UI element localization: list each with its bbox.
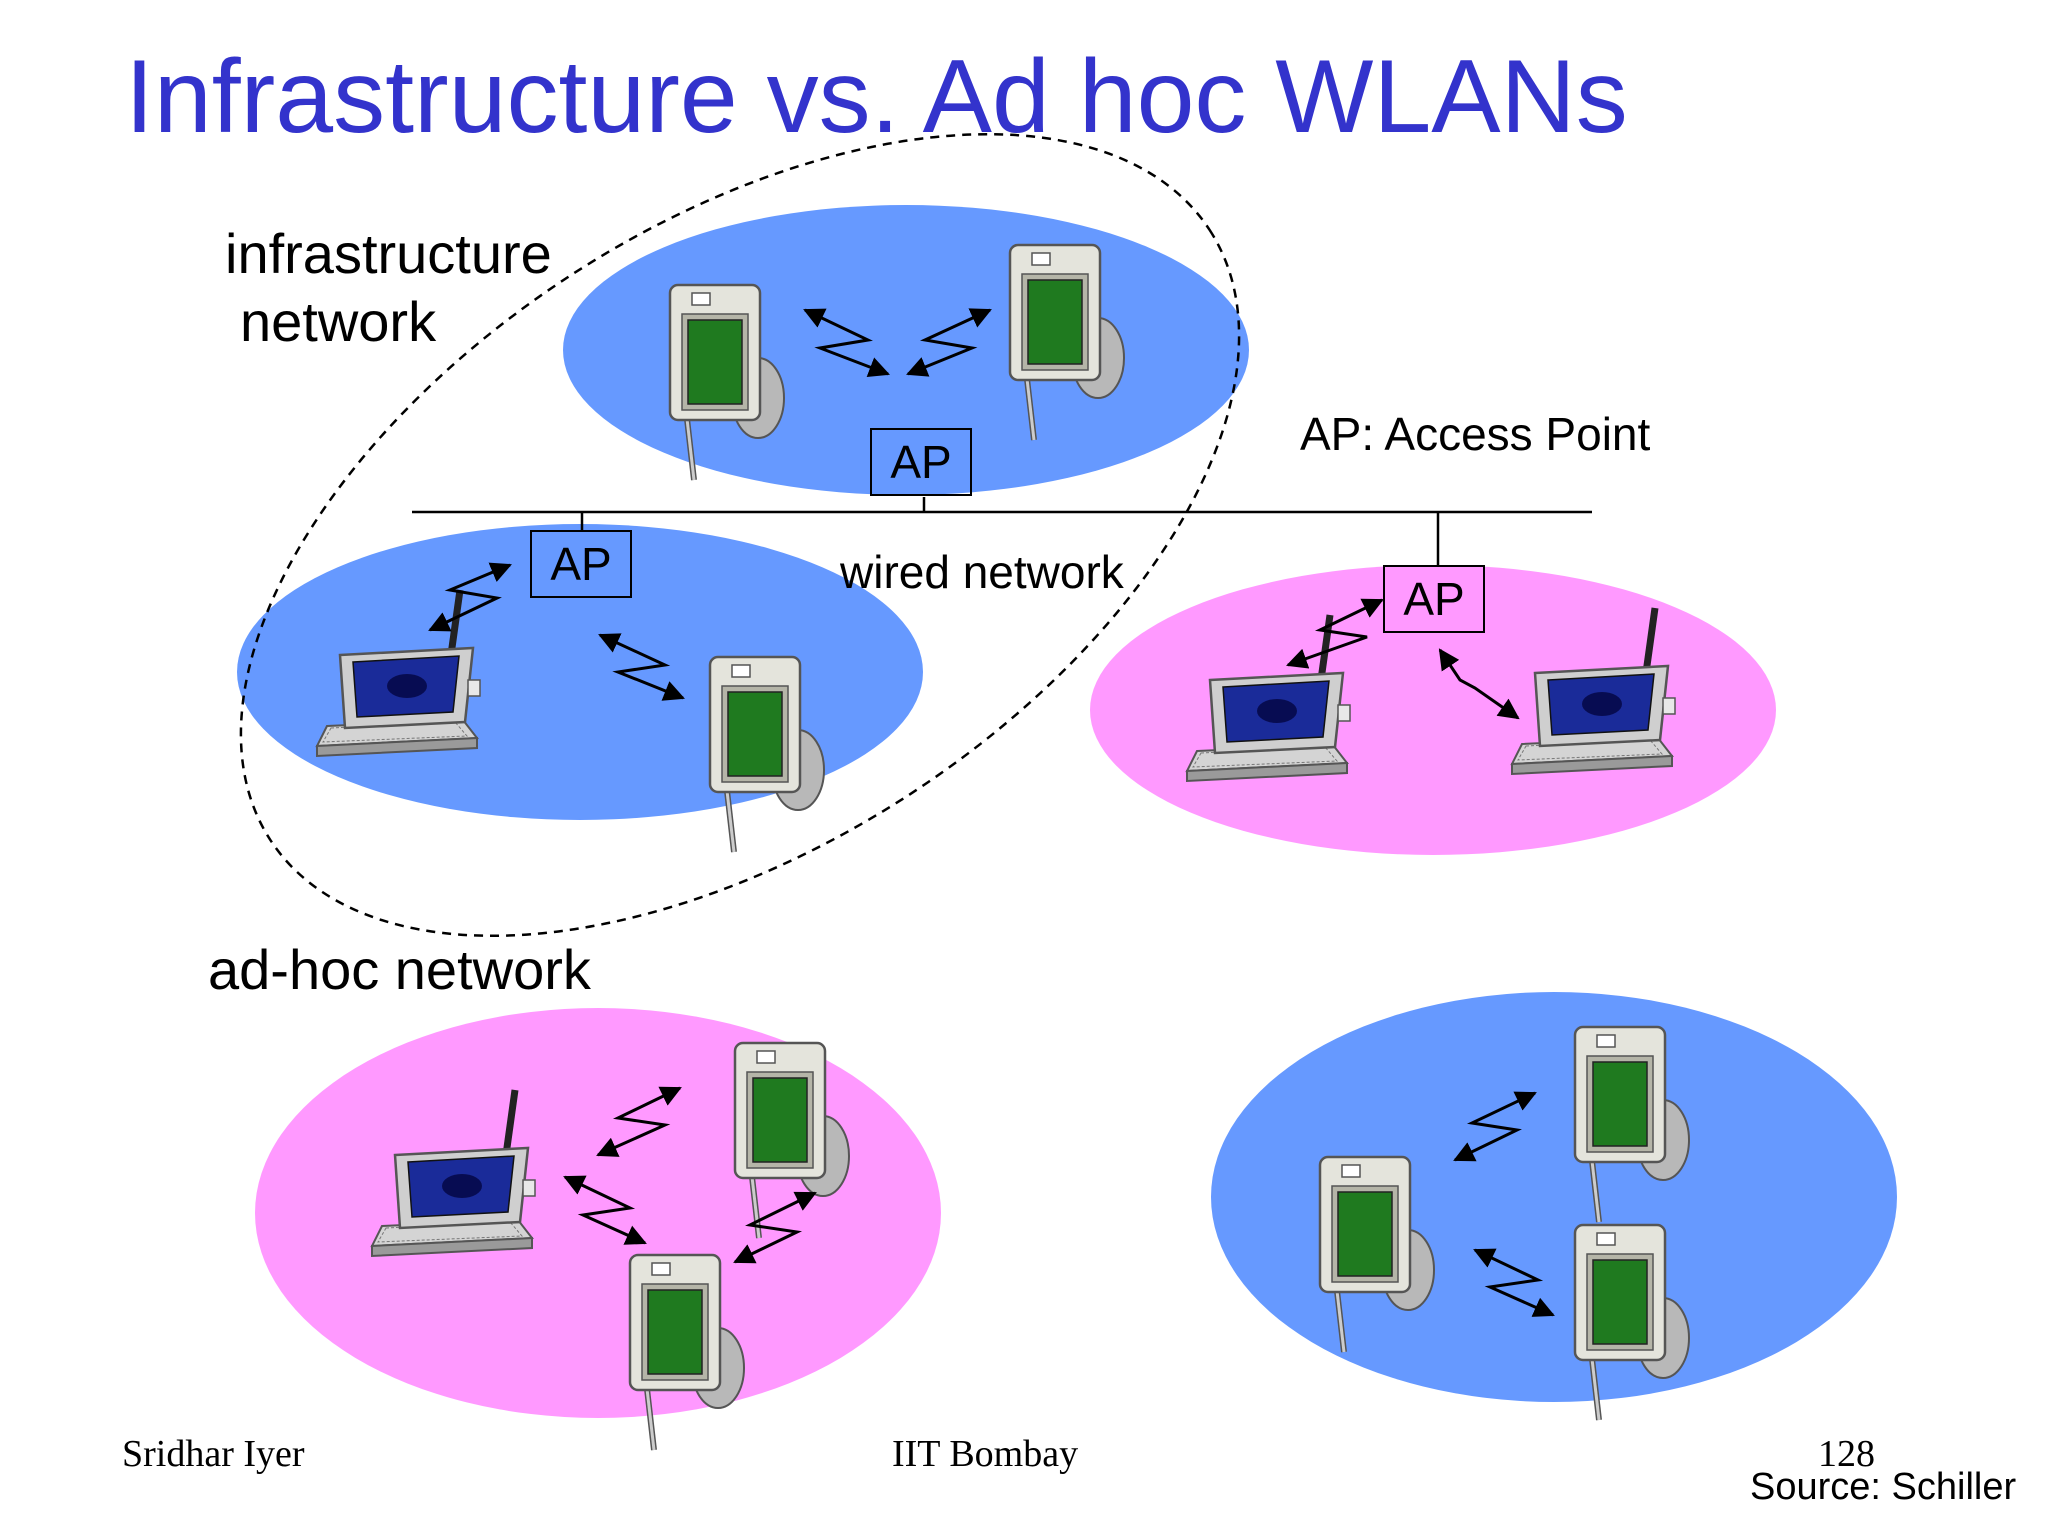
wireless-link (598, 633, 685, 701)
access-point-left: AP (530, 530, 632, 598)
wireless-link (803, 308, 890, 378)
footer-institution: IIT Bombay (892, 1433, 1079, 1475)
wireless-link (1453, 1091, 1537, 1162)
wireless-link (1438, 648, 1520, 720)
infrastructure-label-line2: network (240, 290, 437, 353)
wireless-link (906, 308, 992, 377)
access-point-top: AP (870, 428, 972, 496)
wireless-link (1473, 1248, 1555, 1317)
slide-title: Infrastructure vs. Ad hoc WLANs (125, 39, 1628, 155)
cell-right (1090, 565, 1776, 855)
wired-network-label: wired network (840, 546, 1124, 598)
infrastructure-boundary (239, 132, 1241, 938)
source-credit: Source: Schiller (1750, 1466, 2017, 1508)
infrastructure-label-line1: infrastructure (225, 222, 552, 285)
wireless-link (596, 1086, 682, 1157)
wireless-link (1286, 598, 1384, 669)
wireless-link (428, 562, 512, 632)
wireless-link (563, 1175, 647, 1245)
wireless-link (733, 1191, 817, 1264)
footer-author: Sridhar Iyer (122, 1433, 305, 1475)
ap-legend: AP: Access Point (1300, 408, 1651, 460)
access-point-right: AP (1383, 565, 1485, 633)
cell-adhoc-right (1211, 992, 1897, 1402)
footer-page-number: 128 (1818, 1433, 1875, 1475)
adhoc-network-label: ad-hoc network (208, 938, 591, 1001)
